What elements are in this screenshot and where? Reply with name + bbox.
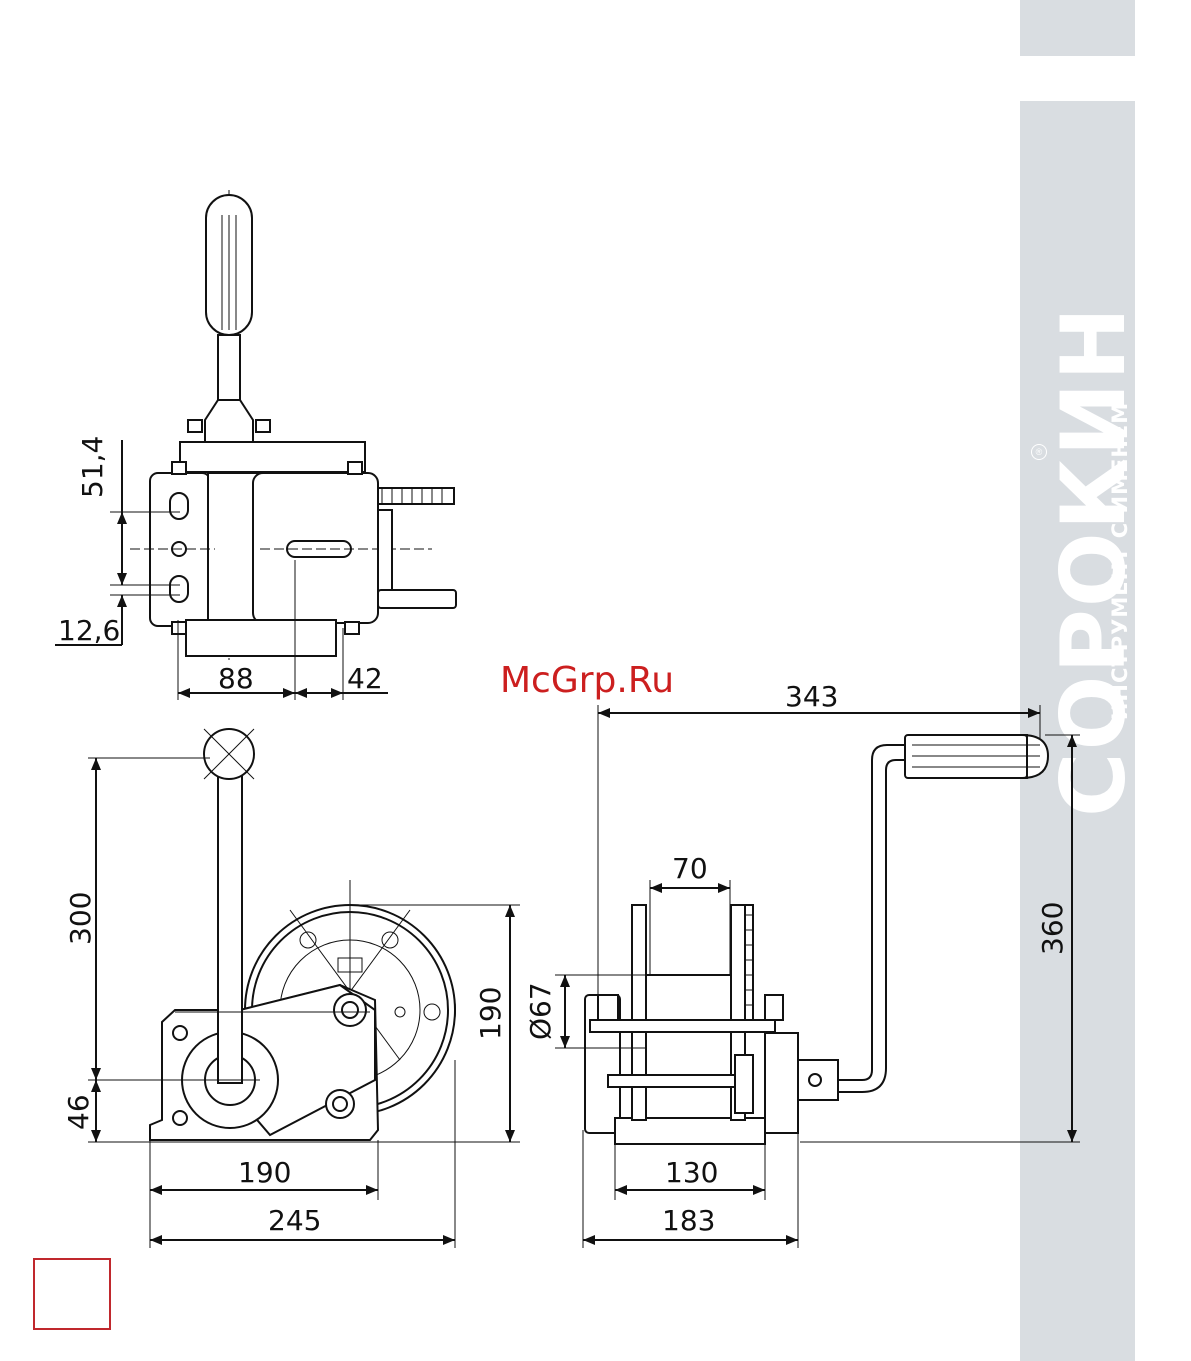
dim-top-base: 88 (218, 662, 254, 695)
dim-base-height: 46 (62, 1094, 95, 1130)
watermark-text: McGrp.Ru (500, 660, 674, 701)
dim-front-overall: 183 (662, 1204, 715, 1237)
dim-side-base: 190 (238, 1156, 291, 1189)
dim-drum-diameter: Ø67 (524, 982, 557, 1040)
dim-handle-height: 300 (64, 892, 97, 945)
dim-slot-offset: 42 (347, 662, 383, 695)
dim-drum-width: 70 (672, 852, 708, 885)
side-view: 300 46 190 190 245 (62, 729, 520, 1248)
dim-front-base: 130 (665, 1156, 718, 1189)
dim-slot-width: 12,6 (58, 614, 120, 647)
dim-overall-height: 360 (1036, 902, 1069, 955)
dim-crank-reach: 343 (785, 680, 838, 713)
dim-drum-height: 190 (474, 987, 507, 1040)
page-number-box (33, 1258, 111, 1330)
dim-side-overall: 245 (268, 1204, 321, 1237)
top-view: 51,4 12,6 88 42 (55, 190, 456, 700)
front-view: 343 70 Ø67 360 130 183 (524, 680, 1080, 1248)
dim-hole-spacing: 51,4 (76, 436, 109, 498)
